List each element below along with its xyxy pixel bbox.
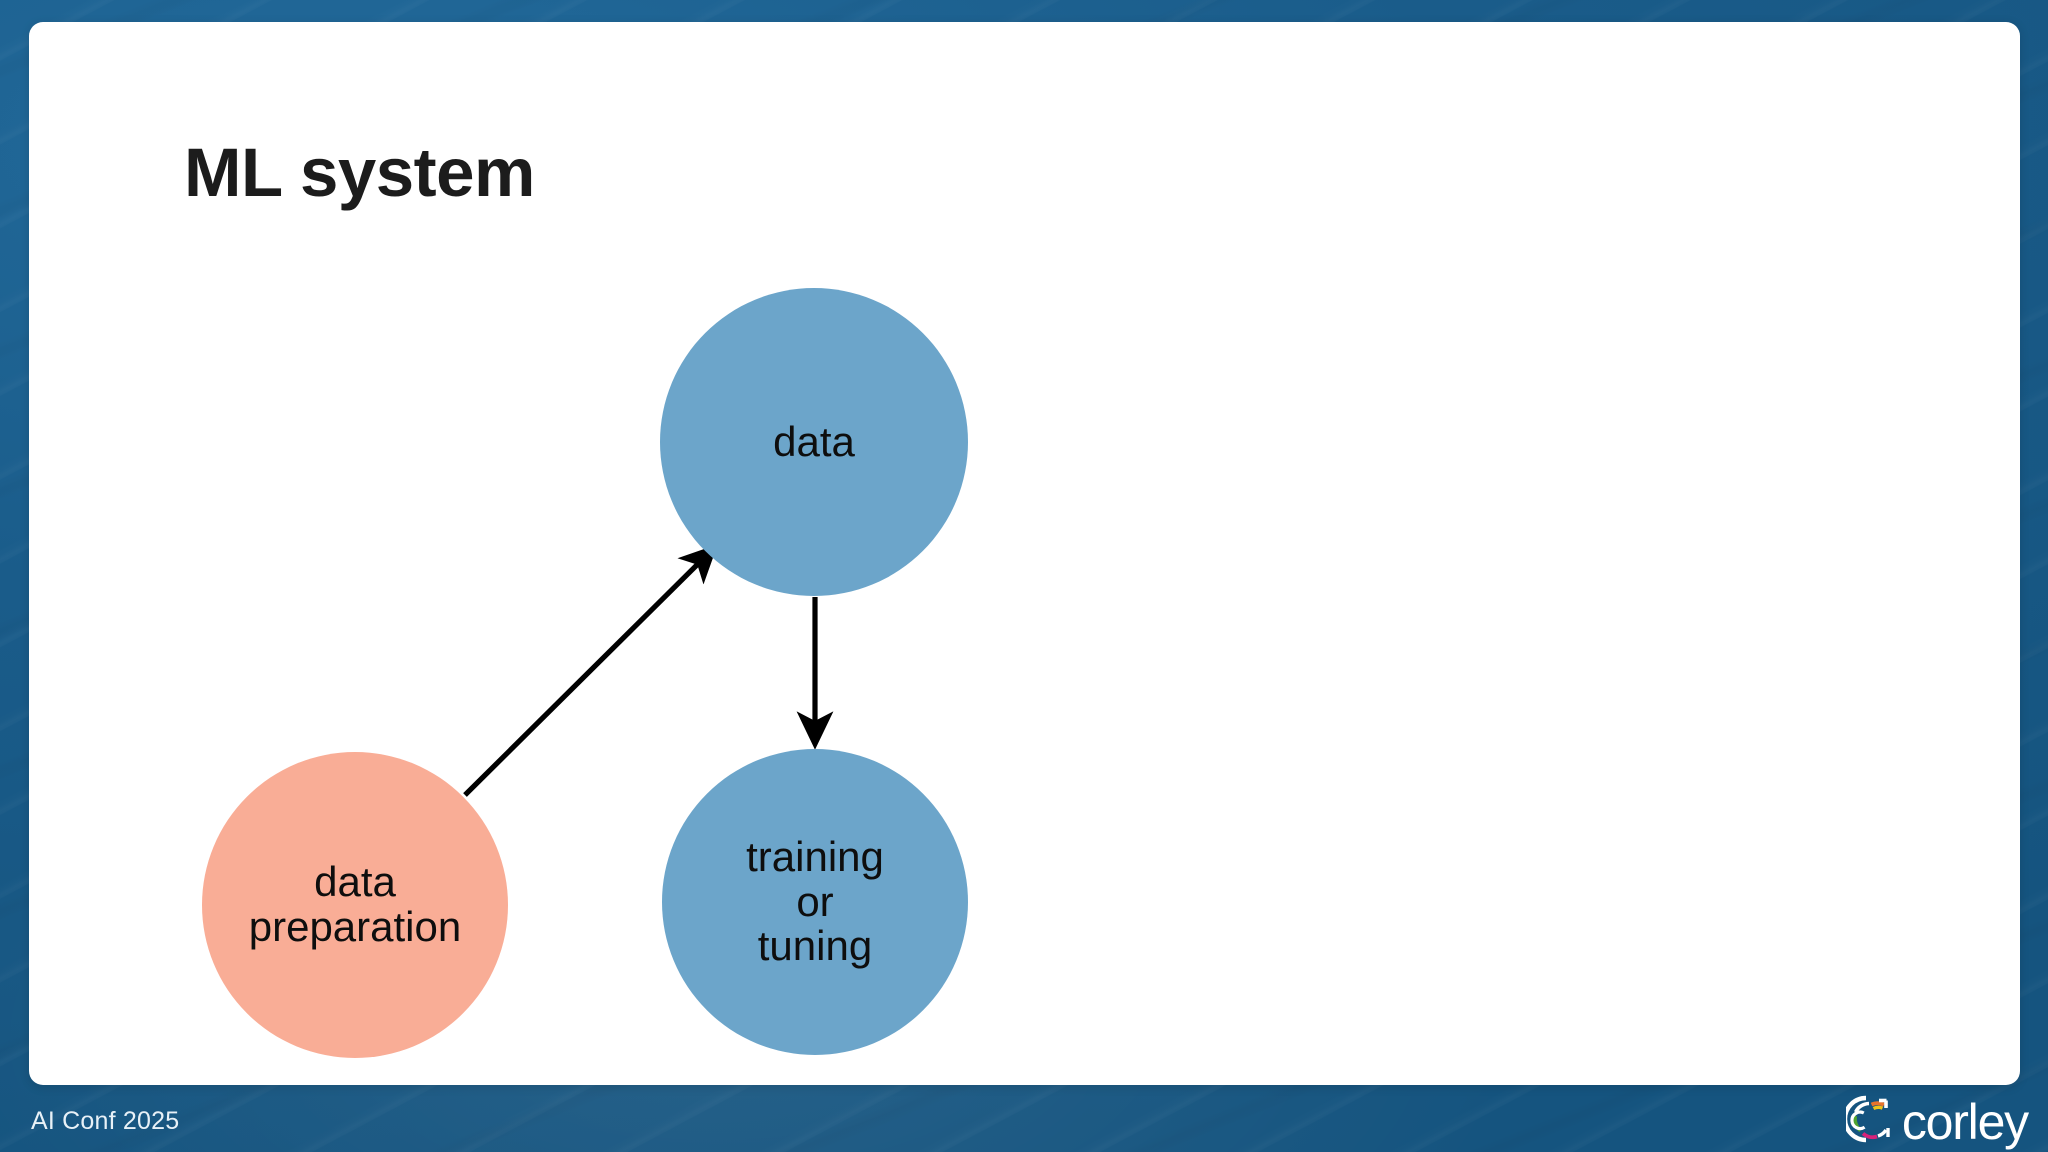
- node-data[interactable]: data: [660, 288, 968, 596]
- node-data-label: data: [773, 417, 855, 465]
- edge-prep-to-data: [463, 544, 718, 797]
- footer-event-label: AI Conf 2025: [31, 1107, 180, 1135]
- corley-logo[interactable]: corley: [1842, 1092, 2029, 1151]
- corley-wordmark: corley: [1901, 1093, 2029, 1150]
- corley-c-mark-icon: [1842, 1092, 1900, 1151]
- page-title: ML system: [184, 134, 535, 211]
